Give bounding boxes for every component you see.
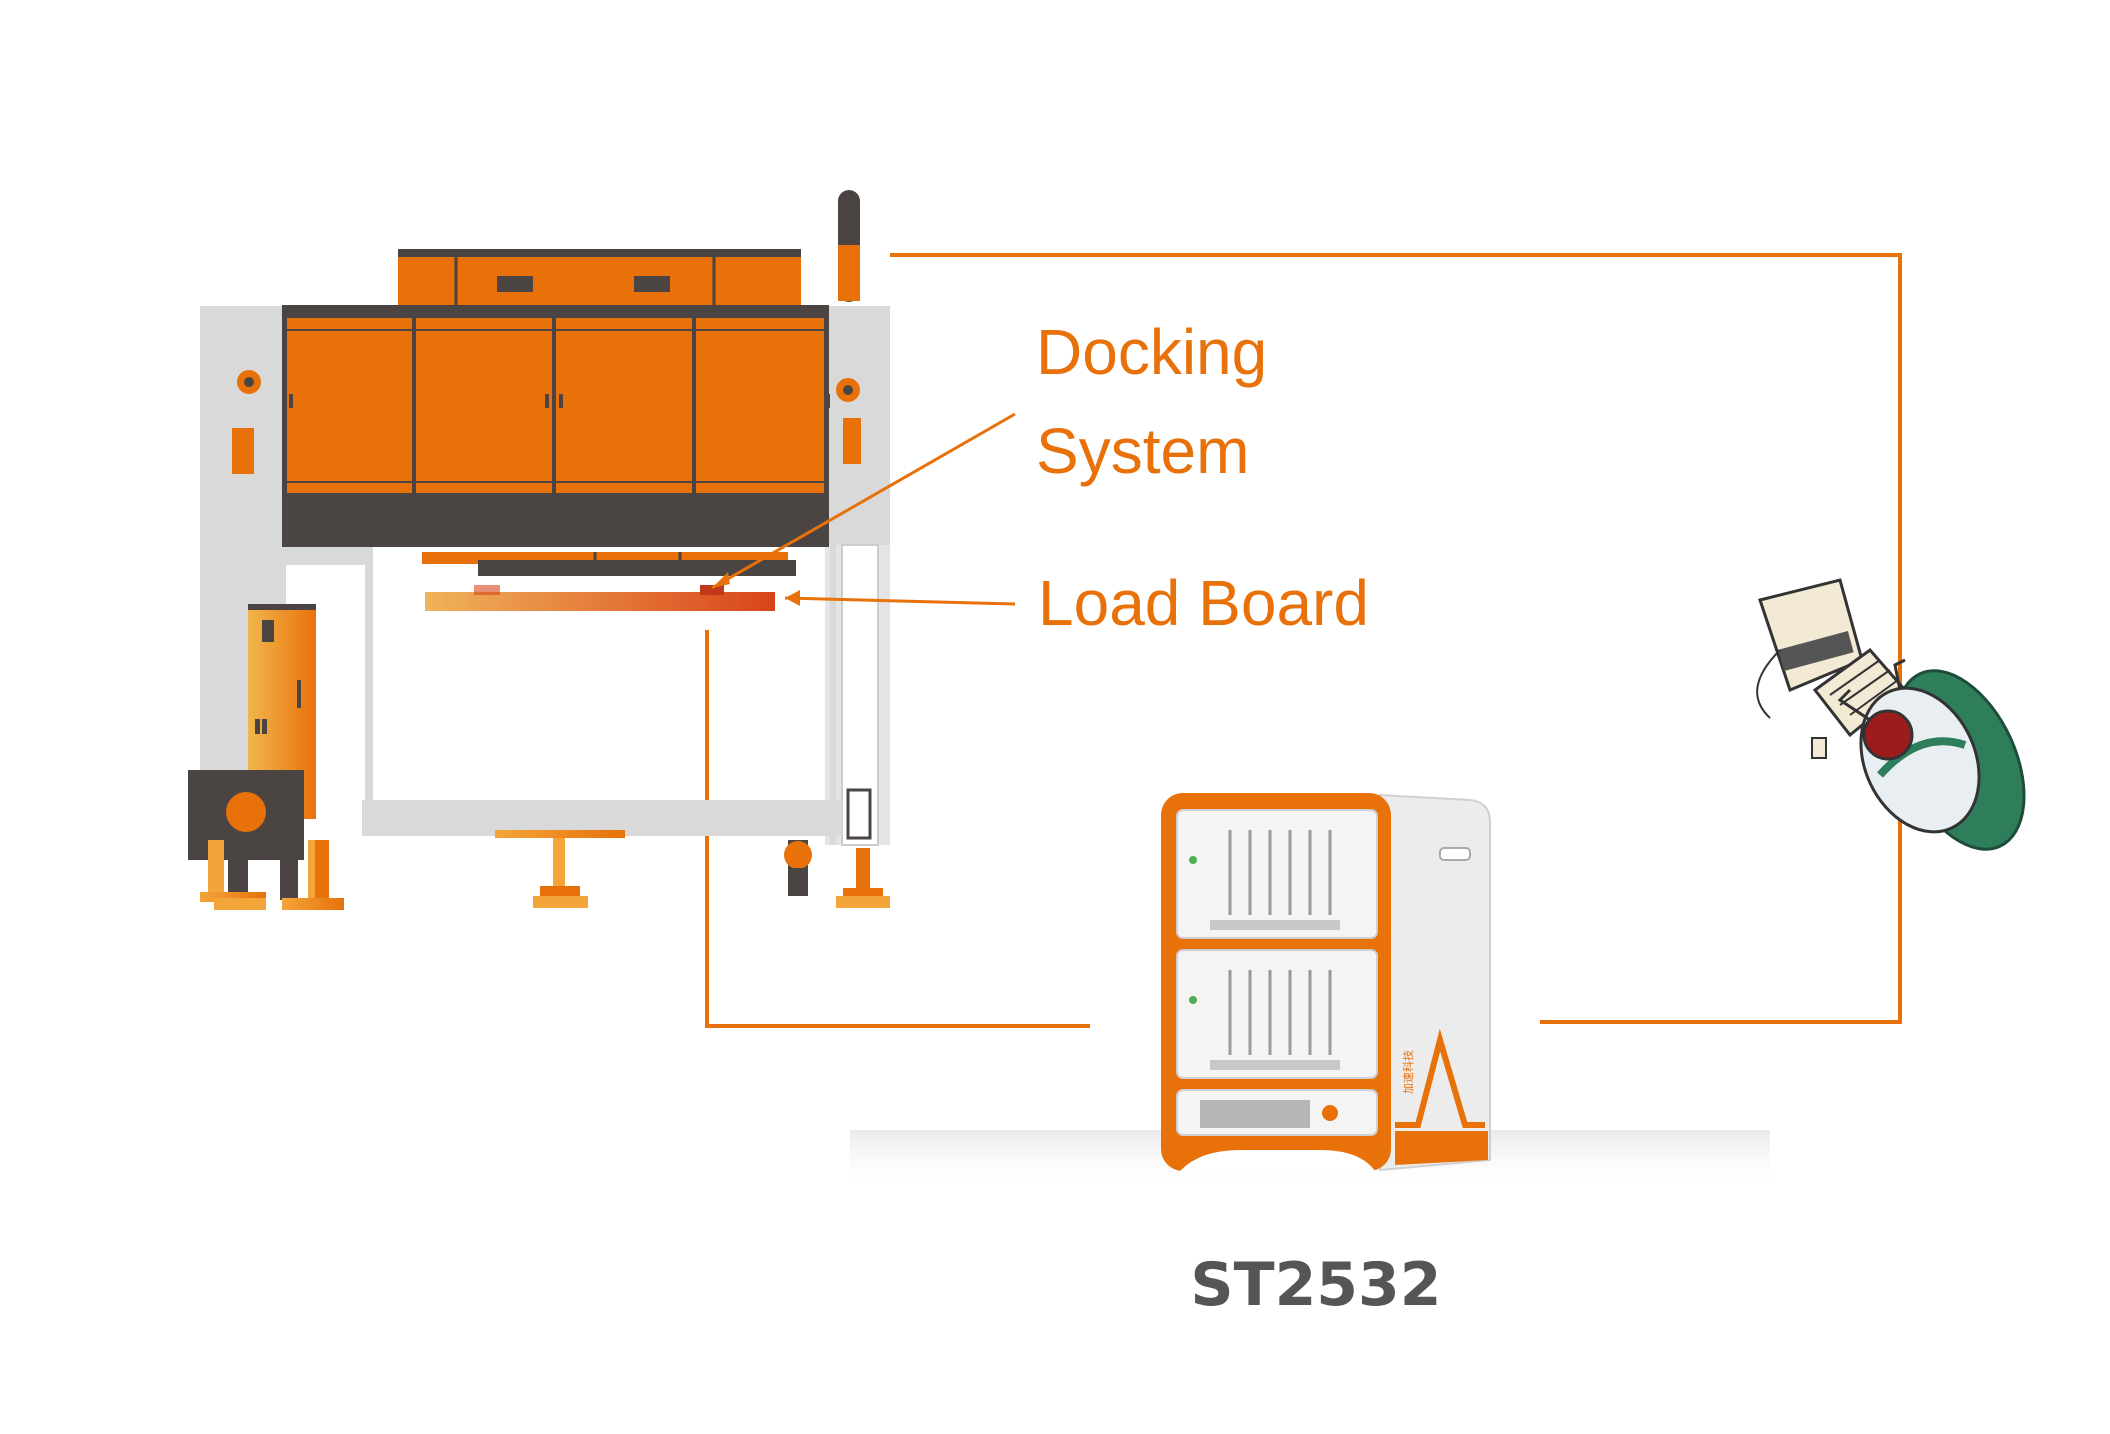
- load-board-label: Load Board: [1038, 567, 1369, 639]
- test-handler-machine: [188, 190, 890, 910]
- docking-system-label-line1: Docking: [1036, 316, 1267, 388]
- docking-arrow: [711, 412, 1016, 590]
- docking-system-label-line2: System: [1036, 415, 1249, 487]
- connection-lines: [705, 253, 1902, 1028]
- tester-brand-logo: 加速科技: [1401, 1050, 1415, 1094]
- load-board: [425, 592, 775, 611]
- top-cabinet: [398, 249, 801, 307]
- operator-head: [1862, 709, 1914, 761]
- label-arrows: [711, 412, 1016, 606]
- operator-workstation: [1756, 578, 2026, 851]
- handler-to-tester-line: [705, 630, 1090, 1028]
- handler-to-operator-line: [890, 253, 1902, 1024]
- load-board-arrow: [784, 596, 1016, 606]
- machine-feet: [200, 830, 890, 910]
- product-name-label: ST2532: [1190, 1250, 1441, 1320]
- tester-cabinet: 加速科技: [850, 793, 1770, 1190]
